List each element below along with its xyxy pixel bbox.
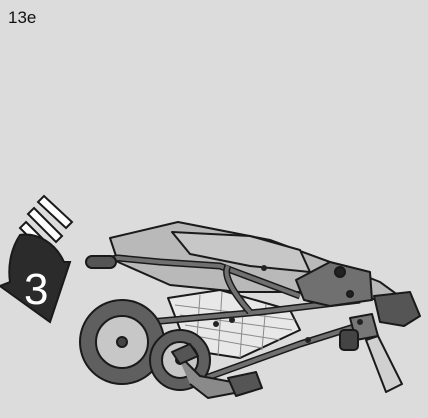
- folded-stroller: [80, 222, 420, 398]
- step-number: 3: [24, 265, 48, 314]
- fold-arrow-icon: 3: [0, 235, 70, 322]
